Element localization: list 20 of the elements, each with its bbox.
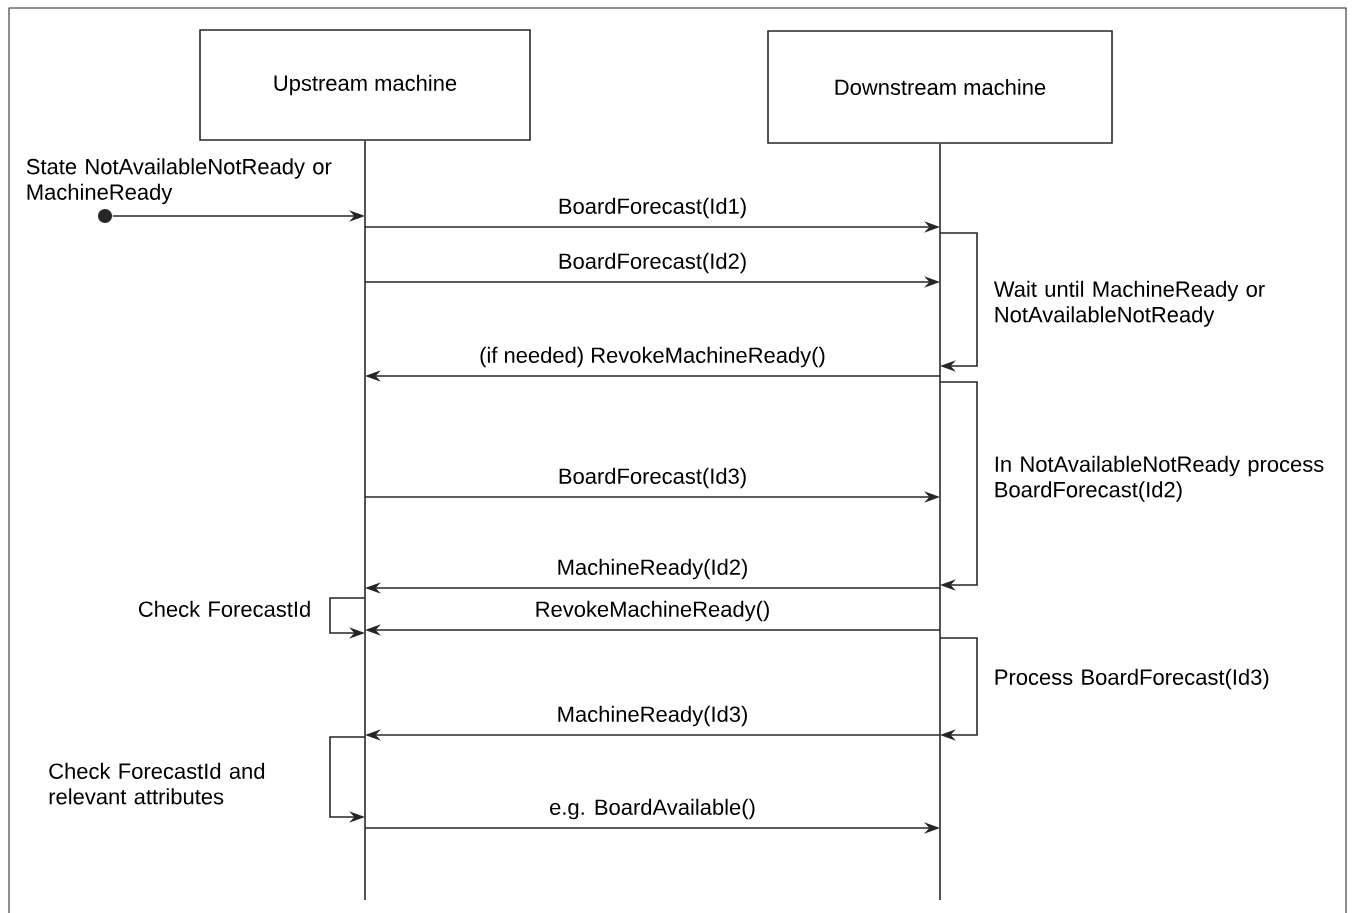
self-message-arrow (939, 381, 978, 591)
note-text: Wait until MachineReady or NotAvailableNotReady (993, 280, 1265, 327)
participant-box: Upstream machine (199, 29, 531, 141)
message-label: RevokeMachineReady() (536, 600, 769, 622)
note-text: Check ForecastId and relevant attributes (49, 762, 265, 805)
note-text: Check ForecastId (138, 600, 310, 617)
message-label: e.g. BoardAvailable() (550, 798, 755, 820)
message-label: (if needed) RevokeMachineReady() (480, 346, 825, 368)
self-message-arrow (939, 232, 978, 372)
message-label: BoardForecast(Id1) (559, 197, 746, 219)
self-message-arrow (939, 637, 978, 741)
message-label: MachineReady(Id3) (558, 705, 747, 727)
message-label: BoardForecast(Id3) (559, 467, 746, 489)
message-label: BoardForecast(Id2) (559, 252, 746, 274)
note-text: In NotAvailableNotReady process BoardForecast(Id2) (995, 455, 1324, 502)
participant-box: Downstream machine (767, 30, 1113, 144)
start-dot (98, 209, 112, 223)
state-note: State NotAvailableNotReady or MachineReady (26, 158, 332, 205)
note-text: Process BoardForecast(Id3) (995, 668, 1269, 690)
message-label: MachineReady(Id2) (558, 558, 747, 580)
